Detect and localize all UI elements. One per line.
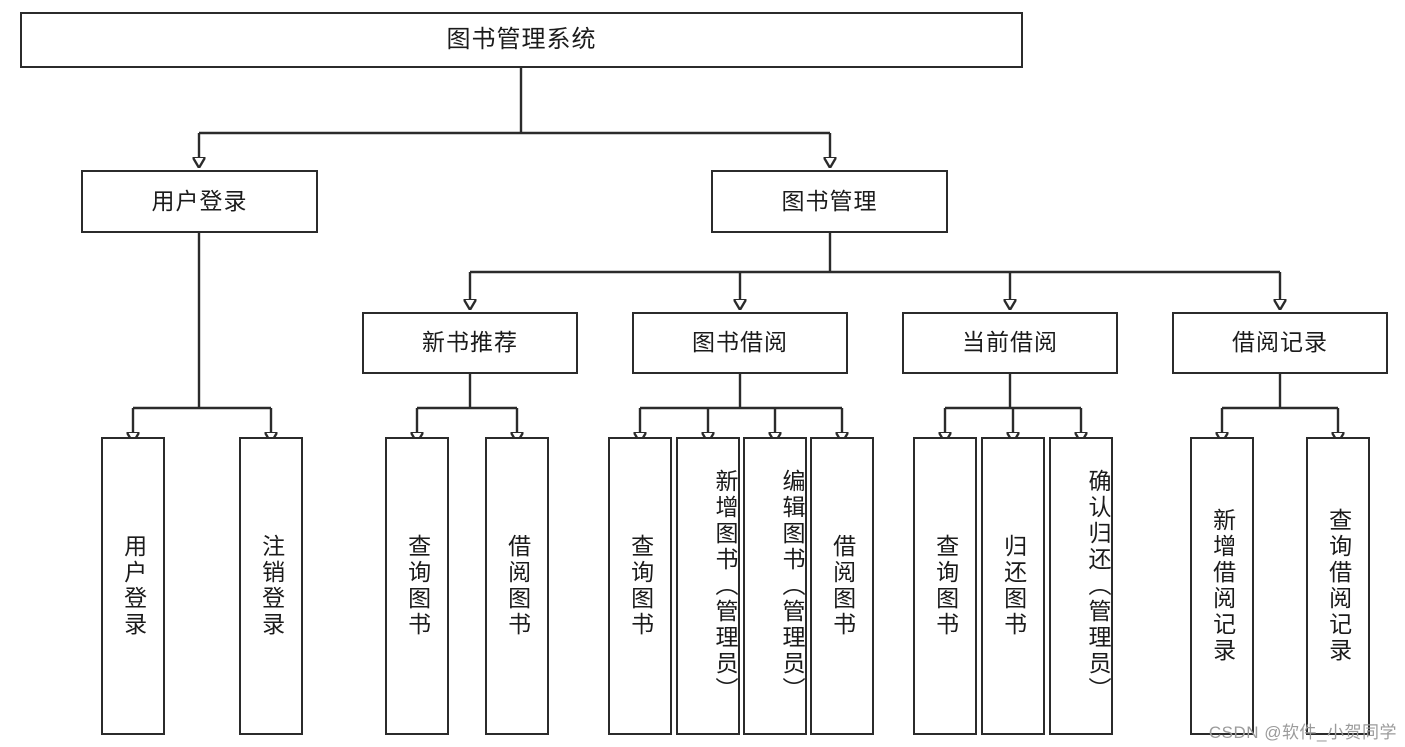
node-leaf-user-logout[interactable]: 注销登录	[239, 437, 303, 735]
node-leaf-borrow-book[interactable]: 借阅图书	[810, 437, 874, 735]
node-leaf-query-book-current[interactable]: 查询图书	[913, 437, 977, 735]
node-leaf-user-login[interactable]: 用户登录	[101, 437, 165, 735]
node-leaf-return-book[interactable]: 归还图书	[981, 437, 1045, 735]
node-leaf-add-book-admin[interactable]: 新增图书（管理员）	[676, 437, 740, 735]
node-leaf-label: 查询借阅记录	[1325, 508, 1352, 664]
node-leaf-edit-book-admin[interactable]: 编辑图书（管理员）	[743, 437, 807, 735]
node-level3-borrow-record[interactable]: 借阅记录	[1172, 312, 1388, 374]
node-level3-book-borrow[interactable]: 图书借阅	[632, 312, 848, 374]
node-leaf-label: 注销登录	[258, 534, 285, 638]
node-leaf-label: 用户登录	[120, 534, 147, 638]
node-leaf-label: 查询图书	[932, 534, 959, 638]
node-level2-user-login[interactable]: 用户登录	[81, 170, 318, 233]
node-leaf-label: 查询图书	[627, 534, 654, 638]
node-root-图书管理系统[interactable]: 图书管理系统	[20, 12, 1023, 68]
node-leaf-label: 新增借阅记录	[1209, 508, 1236, 664]
node-level2-book-management[interactable]: 图书管理	[711, 170, 948, 233]
node-leaf-label: 归还图书	[1000, 534, 1027, 638]
node-leaf-query-book-borrow[interactable]: 查询图书	[608, 437, 672, 735]
node-leaf-add-borrow-record[interactable]: 新增借阅记录	[1190, 437, 1254, 735]
node-leaf-label: 新增图书（管理员）	[712, 469, 738, 703]
node-leaf-borrow-book-recommend[interactable]: 借阅图书	[485, 437, 549, 735]
node-leaf-query-book-recommend[interactable]: 查询图书	[385, 437, 449, 735]
watermark-text: CSDN @软件_小贺同学	[1208, 723, 1397, 742]
node-leaf-confirm-return-admin[interactable]: 确认归还（管理员）	[1049, 437, 1113, 735]
node-leaf-query-borrow-record[interactable]: 查询借阅记录	[1306, 437, 1370, 735]
node-level3-new-book-recommend[interactable]: 新书推荐	[362, 312, 578, 374]
node-leaf-label: 确认归还（管理员）	[1085, 469, 1111, 703]
node-leaf-label: 编辑图书（管理员）	[779, 469, 805, 703]
node-level3-current-borrow[interactable]: 当前借阅	[902, 312, 1118, 374]
node-leaf-label: 借阅图书	[829, 534, 856, 638]
node-leaf-label: 借阅图书	[504, 534, 531, 638]
node-leaf-label: 查询图书	[404, 534, 431, 638]
